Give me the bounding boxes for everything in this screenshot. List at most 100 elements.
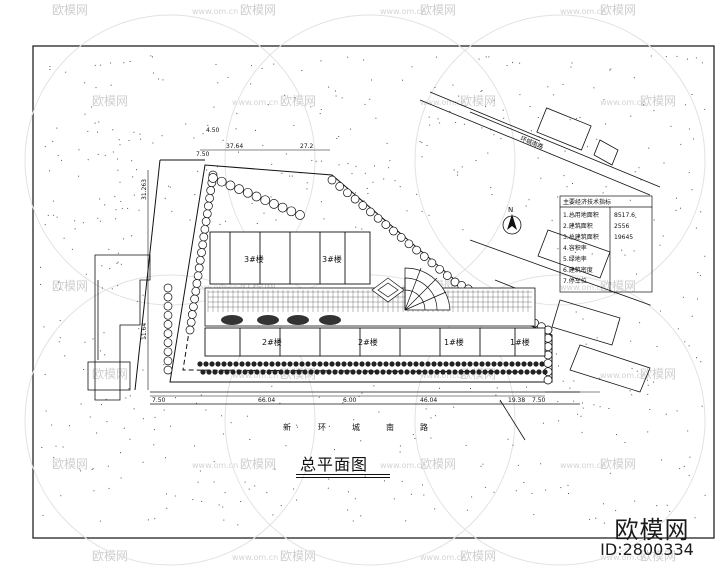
stipple-dot [128,388,130,390]
tree-symbol [186,317,196,327]
stipple-dot [423,494,425,496]
stipple-dot [366,187,368,189]
road-char: 城 [352,423,360,432]
dimension-values: 37.64 27.2 7.50 7.50 66.04 6.00 46.04 19… [141,127,546,404]
stipple-dot [216,166,218,168]
stipple-dot [676,55,678,57]
stipple-dot [537,117,539,118]
stipple-dot [285,445,287,447]
tree-symbol [234,184,244,194]
stipple-dot [361,392,363,394]
stipple-dot [481,127,483,129]
table-row-val: 8517.6 [614,212,635,219]
stipple-dot [139,133,141,135]
stipple-dot [675,209,677,211]
stipple-dot [255,129,256,131]
stipple-dot [634,171,636,173]
stipple-dot [123,62,125,64]
tree-symbol [163,292,173,302]
table-row-key: 2.建筑面积 [563,222,593,230]
watermark-url: www.om.cn [560,283,606,292]
stipple-dot [360,440,362,442]
stipple-dot [147,519,149,521]
stipple-dot [688,172,690,174]
stipple-dot [166,493,167,495]
stipple-dot [389,160,391,162]
stipple-dot [115,218,117,220]
stipple-dot [328,86,330,88]
stipple-dot [120,263,122,265]
stipple-dot [462,229,464,231]
stipple-dot [585,343,587,345]
tree-symbol [419,361,425,367]
tree-symbol [199,232,209,242]
table-row-key: 1.总用地面积 [563,211,599,219]
tree-symbol [163,365,173,375]
stipple-dot [348,461,350,463]
tree-symbol [305,361,311,367]
stipple-dot [96,432,98,434]
stipple-dot [599,406,601,408]
tree-symbol [163,329,173,338]
watermark-text: 欧模网 [240,3,276,17]
road-char: 南 [386,422,394,432]
tree-symbol [373,213,383,223]
stipple-dot [580,415,582,417]
stipple-dot [237,524,239,526]
tree-symbol [191,286,201,296]
stipple-dot [235,128,237,130]
stipple-dot [236,113,238,115]
tree-symbol [296,369,302,375]
tree-symbol [435,264,444,274]
tree-symbol [389,361,395,367]
stipple-dot [320,60,322,62]
stipple-dot [55,445,57,447]
stipple-dot [120,452,121,454]
stipple-dot [499,401,501,403]
south-road [150,279,580,441]
stipple-dot [85,273,87,275]
tree-symbol [425,361,431,367]
tree-symbol [458,369,464,375]
tree-symbol [216,176,227,187]
stipple-dot [104,154,106,156]
tree-symbol [543,375,553,385]
tree-symbol [295,210,305,220]
stipple-dot [60,495,62,497]
stipple-dot [194,194,196,196]
tree-symbol [491,361,497,367]
stipple-dot [647,379,648,381]
watermark-text: 欧模网 [52,3,88,17]
stipple-dot [647,384,649,386]
stipple-dot [579,226,581,228]
indicator-table-text: 主要经济技术指标 1.总用地面积 8517.6 2.建筑面积 2556 3.总建… [563,198,635,285]
tree-symbol [485,361,491,367]
stipple-dot [372,181,374,183]
stipple-dot [449,111,451,112]
north-arrow [502,214,522,235]
watermark-url: www.om.cn [380,283,426,292]
stipple-dot [429,124,431,126]
stipple-dot [610,68,612,70]
tree-symbol [281,361,287,367]
stipple-dot [249,439,251,440]
building-block-north [209,231,371,285]
building-block-south [204,327,546,357]
watermark-text: 欧模网 [280,94,316,108]
stipple-dot [194,445,195,447]
stipple-dot [306,188,308,190]
tree-symbol [530,369,536,375]
stipple-dot [224,492,226,494]
stipple-dot [117,158,118,160]
watermark-url: www.om.cn [600,553,646,562]
stipple-dot [207,124,209,126]
table-row-key: 5.绿地率 [563,255,587,263]
stipple-dot [296,424,298,426]
stipple-dot [136,300,138,302]
watermark-url: www.om.cn [192,7,238,16]
watermark-url: www.om.cn [380,461,426,470]
stipple-dot [566,186,568,188]
stipple-dot [52,200,54,202]
stipple-dot [434,87,436,88]
stipple-dot [56,216,58,218]
